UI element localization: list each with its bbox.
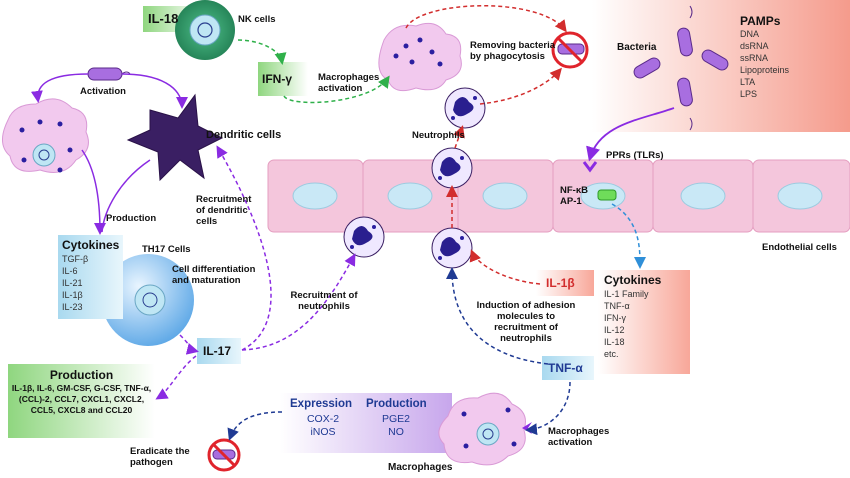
production-title: Production [49, 368, 114, 382]
cytokine-left-item: IL-23 [62, 302, 83, 312]
expression-title: Expression [290, 398, 352, 410]
cytokines-left-title: Cytokines [62, 238, 120, 252]
ifn-gamma-box [258, 62, 308, 96]
activation-label: Activation [80, 86, 126, 97]
macrophage-bottom [438, 392, 532, 466]
il17-label: IL-17 [203, 344, 232, 358]
nfkb-label: NF-κB [560, 185, 588, 196]
pamps-item: LPS [740, 89, 758, 99]
production2-item: NO [388, 426, 404, 438]
no-bacteria-sign-bottom [207, 438, 241, 472]
cytokines-left: Cytokines TGF-β IL-6 IL-21 IL-1β IL-23 [62, 238, 119, 313]
no-bacteria-sign-top [551, 31, 589, 69]
il1b-box [536, 270, 594, 296]
cytokine-right-item: TNF-α [604, 301, 630, 311]
nk-cell [143, 0, 235, 60]
neutrophils [343, 87, 486, 269]
pamps-item: Lipoproteins [740, 65, 790, 75]
tnf-alpha-box [542, 356, 594, 380]
pamps-list: DNA dsRNA ssRNA Lipoproteins LTA LPS [740, 28, 789, 100]
pamps-item: LTA [740, 77, 756, 87]
cytokine-right-item: IFN-γ [604, 313, 626, 323]
cytokine-right-item: etc. [604, 349, 619, 359]
production-small-label: Production [106, 213, 157, 224]
ifn-gamma-label: IFN-γ [262, 72, 292, 86]
il17-box [197, 338, 241, 364]
th17-cell [102, 254, 194, 346]
neutrophils-label: Neutrophils [412, 130, 465, 141]
recruitment-dc-label: Recruitment of dendritic cells [196, 194, 252, 227]
cytokines-right-box [598, 270, 690, 374]
cytokines-right-title: Cytokines [604, 273, 662, 287]
removing-bacteria-label: Removing bacteria by phagocytosis [470, 40, 555, 62]
expression-production-box [280, 393, 452, 453]
cytokine-right-item: IL-12 [604, 325, 625, 335]
expression-item: iNOS [310, 426, 336, 438]
il18-label: IL-18 [148, 11, 179, 26]
production-text: IL-1β, IL-6, GM-CSF, G-CSF, TNF-α, (CCL)… [11, 383, 152, 415]
dendritic-cell [126, 93, 224, 182]
cytokine-right-item: IL-1 Family [604, 289, 649, 299]
macrophages-activation-top-label: Macrophages activation [318, 72, 380, 94]
bacteria-icon [633, 5, 729, 131]
expression-item: COX-2 [306, 413, 340, 425]
bacteria-label: Bacteria [617, 42, 657, 53]
pprs-label: PPRs (TLRs) [606, 150, 664, 161]
induction-label: Induction of adhesion molecules to recru… [476, 300, 576, 344]
cytokine-left-item: IL-21 [62, 278, 83, 288]
nk-cells-label: NK cells [238, 14, 276, 25]
cell-differentiation-label: Cell differentiation and maturation [172, 264, 256, 286]
tnf-alpha-label: TNF-α [548, 361, 583, 375]
pamps-item: ssRNA [740, 53, 769, 63]
macrophage-left [2, 98, 89, 173]
cytokine-right-item: IL-18 [604, 337, 625, 347]
production2-list: PGE2 NO [376, 413, 416, 439]
expression-list: COX-2 iNOS [298, 413, 348, 439]
endothelial-cells-label: Endothelial cells [762, 242, 837, 253]
pamps-title: PAMPs [740, 14, 781, 28]
pamps-item: dsRNA [740, 41, 769, 51]
th17-label: TH17 Cells [142, 244, 191, 255]
macrophages-activation-bottom-label: Macrophages activation [548, 426, 610, 448]
pamps-item: DNA [740, 29, 760, 39]
dendritic-cells-label: Dendritic cells [206, 129, 282, 141]
production2-title: Production [366, 398, 427, 410]
ap1-label: AP-1 [560, 196, 582, 207]
cytokine-left-item: IL-6 [62, 266, 78, 276]
endothelial-layer [267, 159, 850, 233]
production-box [8, 364, 155, 438]
eradicate-label: Eradicate the pathogen [130, 446, 190, 468]
production2-item: PGE2 [381, 413, 410, 425]
cytokines-left-box [58, 235, 123, 319]
recruitment-neutrophils-label: Recruitment of neutrophils [290, 290, 358, 312]
cytokines-right: Cytokines IL-1 Family TNF-α IFN-γ IL-12 … [604, 273, 661, 360]
macrophages-label: Macrophages [388, 462, 453, 473]
cytokine-left-item: IL-1β [62, 290, 83, 300]
cytokine-left-item: TGF-β [62, 254, 89, 264]
il1b-label: IL-1β [546, 276, 575, 290]
